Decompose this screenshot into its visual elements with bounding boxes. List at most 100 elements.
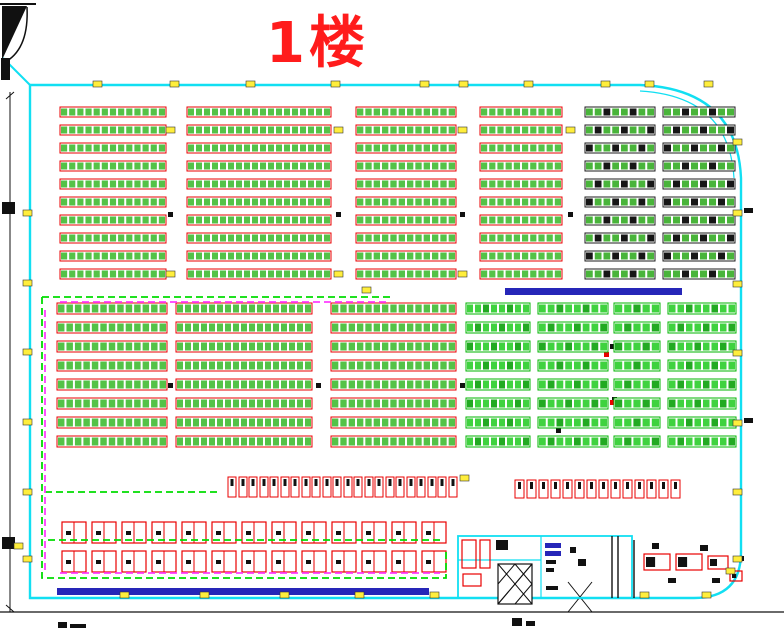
rack-cell xyxy=(530,162,537,170)
rack-cell xyxy=(273,342,279,351)
pick-cell xyxy=(406,476,416,498)
rack-cell xyxy=(260,198,266,206)
rack-cell xyxy=(212,270,218,278)
rack-cell xyxy=(257,418,263,427)
rack-cell xyxy=(281,380,287,389)
rack-cell xyxy=(382,361,389,370)
rack-cell xyxy=(348,342,355,351)
rack-cell xyxy=(507,304,513,313)
room-outline xyxy=(457,535,633,599)
rack-cell xyxy=(101,216,108,224)
pick-mark xyxy=(518,482,521,489)
rack-cell xyxy=(85,270,92,278)
rack-cell xyxy=(305,304,311,313)
conveyor-bar xyxy=(57,588,429,595)
rack-cell xyxy=(718,234,725,242)
rack-cell xyxy=(348,323,355,332)
pick-cell xyxy=(395,476,405,498)
rack-cell xyxy=(185,418,191,427)
rack-cell xyxy=(257,361,263,370)
rack-cell xyxy=(700,126,707,134)
rack-cell xyxy=(554,108,561,116)
rack-cell xyxy=(373,399,380,408)
rack-cell xyxy=(415,380,422,389)
rack-cell xyxy=(58,304,65,313)
workbench-mark xyxy=(366,531,371,535)
rack-cell xyxy=(467,361,473,370)
room-mark xyxy=(570,547,576,553)
rack-cell xyxy=(664,252,671,260)
rack-cell xyxy=(212,162,218,170)
rack-cell xyxy=(423,323,430,332)
rack-row xyxy=(537,359,609,372)
pick-mark xyxy=(626,482,629,489)
rack-cell xyxy=(373,108,380,116)
rack-cell xyxy=(185,304,191,313)
rack-cell xyxy=(415,180,422,188)
rack-cell xyxy=(209,437,215,446)
grid-marker xyxy=(92,80,103,88)
rack-cell xyxy=(308,234,314,242)
pick-cell xyxy=(269,476,279,498)
grid-marker xyxy=(429,591,440,599)
rack-cell xyxy=(109,162,117,170)
rack-cell xyxy=(101,126,108,134)
rack-cell xyxy=(481,144,488,152)
rack-cell xyxy=(615,304,623,313)
rack-cell xyxy=(423,234,430,242)
rack-cell xyxy=(373,270,380,278)
rack-cell xyxy=(201,342,207,351)
rack-cell xyxy=(159,323,166,332)
rack-cell xyxy=(118,144,125,152)
rack-cell xyxy=(448,323,455,332)
rack-cell xyxy=(448,270,455,278)
rack-cell xyxy=(694,418,701,427)
rack-cell xyxy=(357,437,364,446)
rack-cell xyxy=(142,216,149,224)
rack-cell xyxy=(185,323,191,332)
rack-cell xyxy=(515,304,521,313)
rack-cell xyxy=(522,216,529,224)
rack-cell xyxy=(177,304,183,313)
rack-row xyxy=(584,124,656,136)
rack-cell xyxy=(448,252,455,260)
rack-cell xyxy=(615,323,623,332)
rack-cell xyxy=(134,361,141,370)
rack-cell xyxy=(85,180,92,188)
pick-cell xyxy=(322,476,332,498)
rack-cell xyxy=(711,304,718,313)
rack-cell xyxy=(664,108,671,116)
rack-cell xyxy=(390,380,397,389)
rack-cell xyxy=(193,304,199,313)
pick-mark xyxy=(542,482,545,489)
rack-cell xyxy=(491,323,497,332)
rack-cell xyxy=(150,234,157,242)
rack-cell xyxy=(432,342,439,351)
rack-cell xyxy=(694,323,701,332)
rack-cell xyxy=(332,380,339,389)
rack-cell xyxy=(415,144,422,152)
rack-cell xyxy=(340,361,347,370)
rack-cell xyxy=(677,418,684,427)
rack-cell xyxy=(499,323,505,332)
rack-cell xyxy=(629,126,637,134)
rack-cell xyxy=(522,162,529,170)
rack-cell xyxy=(612,234,619,242)
rack-cell xyxy=(615,418,623,427)
rack-row xyxy=(186,142,332,154)
rack-cell xyxy=(109,252,117,260)
rack-cell xyxy=(390,108,397,116)
rack-cell xyxy=(691,144,698,152)
rack-cell xyxy=(289,399,295,408)
rack-cell xyxy=(324,180,330,188)
decor-mark xyxy=(336,212,341,217)
unit-mark xyxy=(652,543,659,549)
rack-cell xyxy=(507,437,513,446)
rack-cell xyxy=(158,180,165,188)
rack-cell xyxy=(158,234,165,242)
rack-cell xyxy=(546,108,553,116)
rack-cell xyxy=(69,108,76,116)
rack-cell xyxy=(74,437,82,446)
rack-cell xyxy=(225,399,231,408)
rack-cell xyxy=(324,144,330,152)
